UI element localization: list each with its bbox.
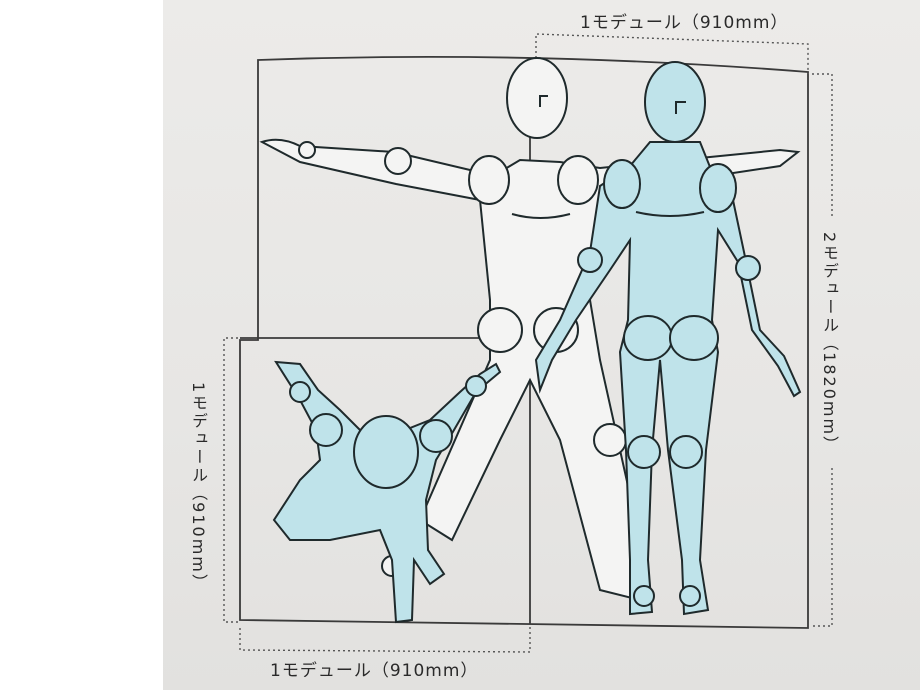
bottom-module-label: 1モデュール（910mm） bbox=[270, 661, 479, 681]
right-module-label: 2モデュール（1820mm） bbox=[820, 232, 839, 455]
white-figure bbox=[259, 57, 801, 602]
left-dimension-guide bbox=[223, 337, 238, 623]
top-dimension-guide bbox=[535, 33, 809, 74]
blue-standing-figure bbox=[534, 61, 802, 616]
white-figure-head bbox=[506, 57, 568, 139]
bottom-dimension-guide bbox=[239, 626, 531, 653]
top-module-label: 1モデュール（910mm） bbox=[580, 13, 789, 33]
outer-frame bbox=[239, 55, 809, 629]
right-dimension-guide-lower bbox=[812, 468, 833, 627]
blue-crouching-figure-head bbox=[353, 415, 419, 489]
blue-crouching-figure bbox=[272, 360, 502, 624]
right-dimension-guide-upper bbox=[812, 73, 833, 218]
left-module-label: 1モデュール（910mm） bbox=[189, 382, 208, 592]
